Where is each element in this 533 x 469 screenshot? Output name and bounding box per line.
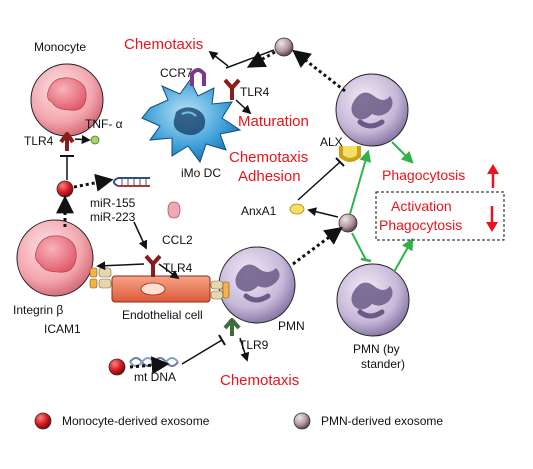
label-mt-dna: mt DNA <box>134 370 176 384</box>
pmn-exosome-top <box>274 37 294 57</box>
label-ccr7: CCR7 <box>160 66 193 80</box>
monocyte-cell <box>30 63 104 137</box>
label-imo-dc: iMo DC <box>181 166 221 180</box>
label-pmn-bystander-2: stander) <box>361 357 405 371</box>
legend: Monocyte-derived exosome PMN-derived exo… <box>34 412 443 430</box>
tlr4-receptor-endothelial <box>144 254 162 277</box>
activation-down-arrow <box>486 206 498 232</box>
tlr4-receptor-dc <box>223 78 241 100</box>
phagocytosis-up-arrow <box>487 164 499 188</box>
ccr7-receptor <box>190 68 206 86</box>
label-maturation: Maturation <box>238 113 309 130</box>
label-integrin: Integrin β <box>13 303 63 317</box>
pmn-bystander-cell <box>336 263 410 337</box>
pmn-cell <box>218 246 296 324</box>
label-chemotaxis-bottom: Chemotaxis <box>220 372 299 389</box>
legend-pmn-exosome-icon <box>293 412 311 430</box>
legend-monocyte-exosome-label: Monocyte-derived exosome <box>62 414 210 428</box>
label-chemotaxis-top: Chemotaxis <box>124 36 203 53</box>
tlr4-receptor-monocyte <box>59 132 75 151</box>
monocyte-cell-lower <box>16 219 94 297</box>
label-pmn-bystander-1: PMN (by <box>353 342 400 356</box>
tnf-alpha-molecule <box>90 135 100 145</box>
tlr9-receptor <box>223 318 241 336</box>
endothelial-cell <box>111 275 211 303</box>
label-anxa1: AnxA1 <box>241 204 277 218</box>
label-pmn: PMN <box>278 319 305 333</box>
label-chemotaxis-adhesion-2: Adhesion <box>238 168 301 185</box>
pmn-exosome-mid <box>338 213 358 233</box>
label-activation: Activation <box>391 198 452 214</box>
monocyte-exosome-mtdna <box>108 358 126 376</box>
label-chemotaxis-adhesion-1: Chemotaxis <box>229 149 308 166</box>
label-endothelial-cell: Endothelial cell <box>122 308 203 322</box>
alx-receptor <box>339 146 361 162</box>
label-mir155: miR-155 <box>90 196 136 210</box>
label-tlr4-dc: TLR4 <box>240 85 270 99</box>
label-alx: ALX <box>320 135 343 149</box>
monocyte-exosome <box>56 180 74 198</box>
dendritic-cell <box>141 79 242 164</box>
activation-phagocytosis-box <box>375 191 505 241</box>
mirna-hairpin-icon <box>113 177 150 187</box>
label-ccl2: CCL2 <box>162 233 193 247</box>
label-mir223: miR-223 <box>90 210 136 224</box>
label-tlr4-endothelial: TLR4 <box>163 261 193 275</box>
ccl2-molecule <box>167 201 181 219</box>
legend-pmn-exosome-label: PMN-derived exosome <box>321 414 443 428</box>
label-icam1: ICAM1 <box>44 322 81 336</box>
arrows <box>56 49 414 375</box>
pmn-cell-upper-right <box>335 73 409 147</box>
label-tnf-alpha: TNF- α <box>85 117 123 131</box>
label-phagocytosis-down: Phagocytosis <box>379 217 462 233</box>
label-tlr9: TLR9 <box>239 338 269 352</box>
label-tlr4-monocyte: TLR4 <box>24 134 54 148</box>
label-monocyte: Monocyte <box>34 40 86 54</box>
legend-monocyte-exosome-icon <box>34 412 52 430</box>
anxa1-molecule <box>289 203 305 215</box>
label-phagocytosis-up: Phagocytosis <box>382 167 465 183</box>
integrin-icam1-molecules <box>89 267 230 300</box>
